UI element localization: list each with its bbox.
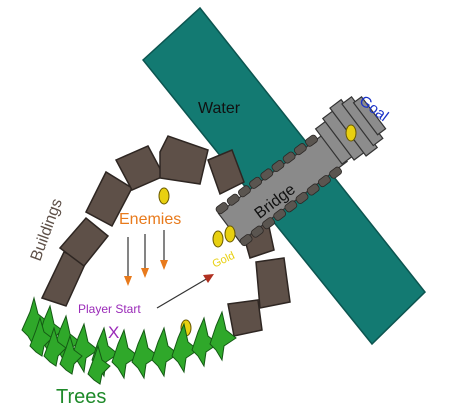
gold-coin-1 (158, 187, 170, 205)
goal-coin (345, 124, 357, 142)
tree-14 (43, 326, 67, 367)
buildings-label: Buildings (28, 197, 66, 264)
building-6 (207, 149, 245, 196)
player-start-label: Player Start (78, 302, 141, 316)
enemy-arrows (127, 230, 165, 278)
arrow-up-right-icon (203, 274, 214, 283)
water-label: Water (198, 100, 241, 117)
player-start-marker: X (108, 323, 119, 342)
gold-coin-2 (212, 230, 224, 248)
building-8 (255, 257, 291, 309)
gold-label: Gold (211, 250, 237, 271)
arrow-down-icon (141, 268, 149, 278)
trees-cluster (21, 296, 237, 385)
bridge (215, 131, 348, 247)
buildings-ring (40, 135, 291, 337)
tree-11 (209, 310, 237, 362)
building-2 (58, 216, 110, 268)
trees-label: Trees (56, 386, 106, 408)
gold-coin-3 (224, 225, 236, 243)
enemies-label: Enemies (119, 211, 181, 228)
tree-13 (59, 334, 83, 375)
tree-15 (87, 344, 111, 385)
player-path-arrow (156, 274, 214, 309)
building-5 (159, 135, 209, 185)
arrow-down-icon (124, 276, 132, 286)
building-9 (227, 299, 263, 337)
arrow-down-icon (160, 260, 168, 270)
enemy-arrowheads (124, 260, 168, 286)
